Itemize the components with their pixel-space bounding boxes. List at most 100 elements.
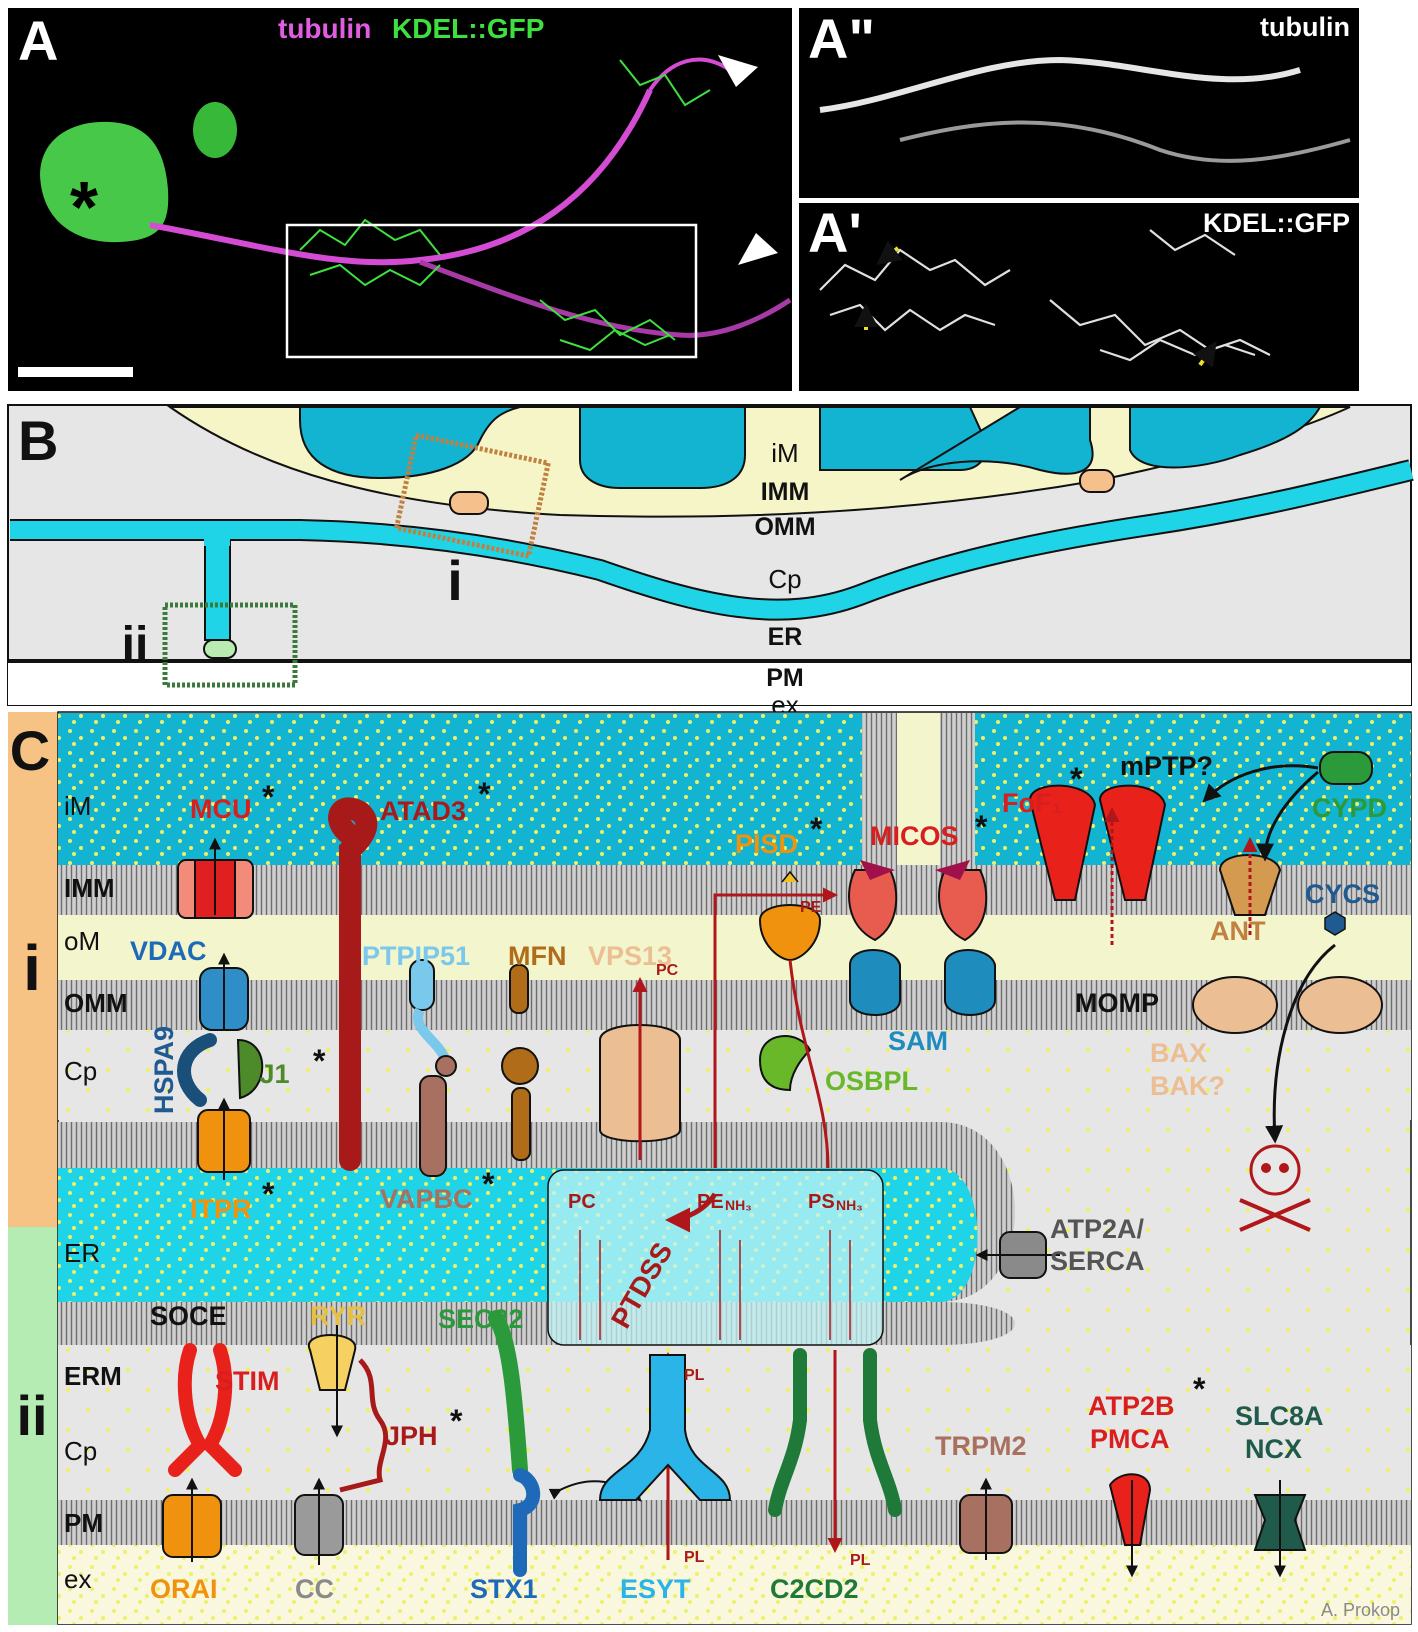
extracellular-dots <box>58 1545 1411 1624</box>
label-orai: ORAI <box>150 1574 218 1604</box>
label-ant: ANT <box>1210 916 1266 946</box>
pmca-pump <box>1108 1473 1152 1578</box>
cc-channel <box>294 1477 344 1565</box>
label-atad3: ATAD3 <box>380 796 466 826</box>
star-pisd: * <box>810 811 823 847</box>
lipid-pe: PE <box>697 1191 724 1213</box>
label-hspa9: HSPA9 <box>149 1026 179 1114</box>
ryr-channel <box>307 1320 357 1438</box>
label-ryr: RYR <box>310 1301 366 1331</box>
layer-ex: ex <box>64 1564 91 1594</box>
layer-omm: OMM <box>64 988 128 1018</box>
section-i-label: i <box>23 932 41 1004</box>
trpm2-channel <box>959 1477 1013 1560</box>
layer-imm: IMM <box>64 873 115 903</box>
label-itpr: ITPR <box>190 1194 252 1224</box>
atp-synthase <box>1028 784 1167 945</box>
cytoplasm-lower-dots <box>58 1345 1411 1500</box>
lipid-pc-vps13: PC <box>656 962 679 979</box>
label-vps13: VPS13 <box>588 941 672 971</box>
vps13-tunnel <box>599 977 681 1160</box>
lipid-pl-esyt-pm: PL <box>684 1549 705 1566</box>
label-kdel-gfp: KDEL::GFP <box>392 13 544 44</box>
stim-orai-complex <box>162 1343 242 1562</box>
layer-labels: iM IMM oM OMM Cp ER ERM Cp PM ex <box>64 791 128 1594</box>
axon-tubulin-lower <box>419 259 792 338</box>
serca-pump <box>975 1231 1060 1279</box>
jph-tether <box>339 1358 389 1493</box>
momp-pore-right <box>1297 976 1383 1034</box>
axon-tubulin-upper <box>149 88 653 266</box>
label-soce: SOCE <box>150 1301 227 1331</box>
mfn-tether <box>501 964 539 1161</box>
label-ncx: NCX <box>1245 1434 1302 1464</box>
label-momp: MOMP <box>1075 988 1159 1018</box>
protein-labels: MCU ATAD3 PISD MICOS FoF₁ mPTP? CYPD CYC… <box>130 751 1387 1604</box>
arrowhead-upper <box>718 55 758 87</box>
panel-a-prime: A' KDEL::GFP <box>799 201 1359 391</box>
pe-transport-arrow <box>713 887 838 1168</box>
osbpl-shape <box>758 1035 812 1092</box>
ps-transport-arrow <box>788 959 830 1169</box>
label-dj1: DJ1 <box>240 1059 290 1089</box>
layer-er: ER <box>64 1238 100 1268</box>
yellow-arrow-3 <box>1193 341 1217 368</box>
tubulin-bundle-main <box>819 56 1301 113</box>
sec22-shape <box>488 1310 528 1478</box>
label-pmca: PMCA <box>1090 1424 1170 1454</box>
lipid-pe-pisd: PE <box>800 899 822 916</box>
lipid-nh3-pe: NH₃ <box>725 1197 752 1213</box>
label-fof1: FoF₁ <box>1002 788 1063 818</box>
star-vapbc: * <box>482 1166 495 1202</box>
lipid-tails <box>579 1230 851 1340</box>
label-micos: MICOS <box>870 821 959 851</box>
layer-om: oM <box>64 926 100 956</box>
lipid-box <box>547 1169 884 1346</box>
arrowhead-lower <box>738 233 778 265</box>
label-omm: OMM <box>754 513 815 541</box>
panel-a: A tubulin KDEL::GFP * <box>8 8 792 391</box>
omm-layer <box>58 980 1411 1030</box>
label-cp: Cp <box>768 564 801 594</box>
label-mcu: MCU <box>190 794 252 824</box>
label-vapbc: VAPBC <box>380 1184 473 1214</box>
label-ptpip51: PTPIP51 <box>362 941 470 971</box>
label-serca: SERCA <box>1050 1246 1145 1276</box>
label-jph: JPH <box>385 1421 438 1451</box>
soma-shape <box>40 121 169 243</box>
layer-im: iM <box>64 791 91 821</box>
zoom-box-ii <box>162 602 298 688</box>
layer-cp: Cp <box>64 1056 97 1086</box>
layer-pm: PM <box>64 1508 103 1538</box>
lipid-labels: PC PE PS PC PE PL PL PL NH₃ NH₃ <box>568 899 871 1569</box>
itpr-channel <box>197 1097 251 1180</box>
star-fof1: * <box>1070 761 1083 797</box>
label-zoom-ii: ii <box>122 618 149 671</box>
vdac-channel <box>199 952 249 1031</box>
hspa9-shape <box>177 1033 217 1107</box>
cypd-arrow-fof1 <box>1202 764 1319 803</box>
label-stim: STIM <box>215 1366 280 1396</box>
panel-a2-label: tubulin <box>1260 12 1350 42</box>
extracellular-space <box>8 661 1411 705</box>
lipid-pc: PC <box>568 1191 596 1213</box>
layer-cp-lower: Cp <box>64 1436 97 1466</box>
label-c2cd2: C2CD2 <box>770 1574 859 1604</box>
side-band-i <box>8 712 58 1227</box>
er-tubule <box>10 461 1414 619</box>
label-zoom-i: i <box>447 549 463 612</box>
label-slc8a: SLC8A <box>1235 1401 1324 1431</box>
er-network <box>299 59 711 352</box>
neighbor-cell <box>193 102 237 158</box>
esyt-shape <box>598 1354 732 1501</box>
lipid-ps: PS <box>808 1191 835 1213</box>
cypd-shape <box>1319 751 1373 785</box>
ncx-exchanger <box>1253 1480 1307 1578</box>
label-cycs: CYCS <box>1305 879 1380 909</box>
pisd-enzyme <box>758 870 822 962</box>
label-vdac: VDAC <box>130 936 207 966</box>
panel-a2-letter: A" <box>808 7 875 70</box>
zoom-box-i <box>393 432 552 560</box>
yellow-arrow-1 <box>876 240 903 265</box>
growth-cone-upper <box>648 57 732 92</box>
